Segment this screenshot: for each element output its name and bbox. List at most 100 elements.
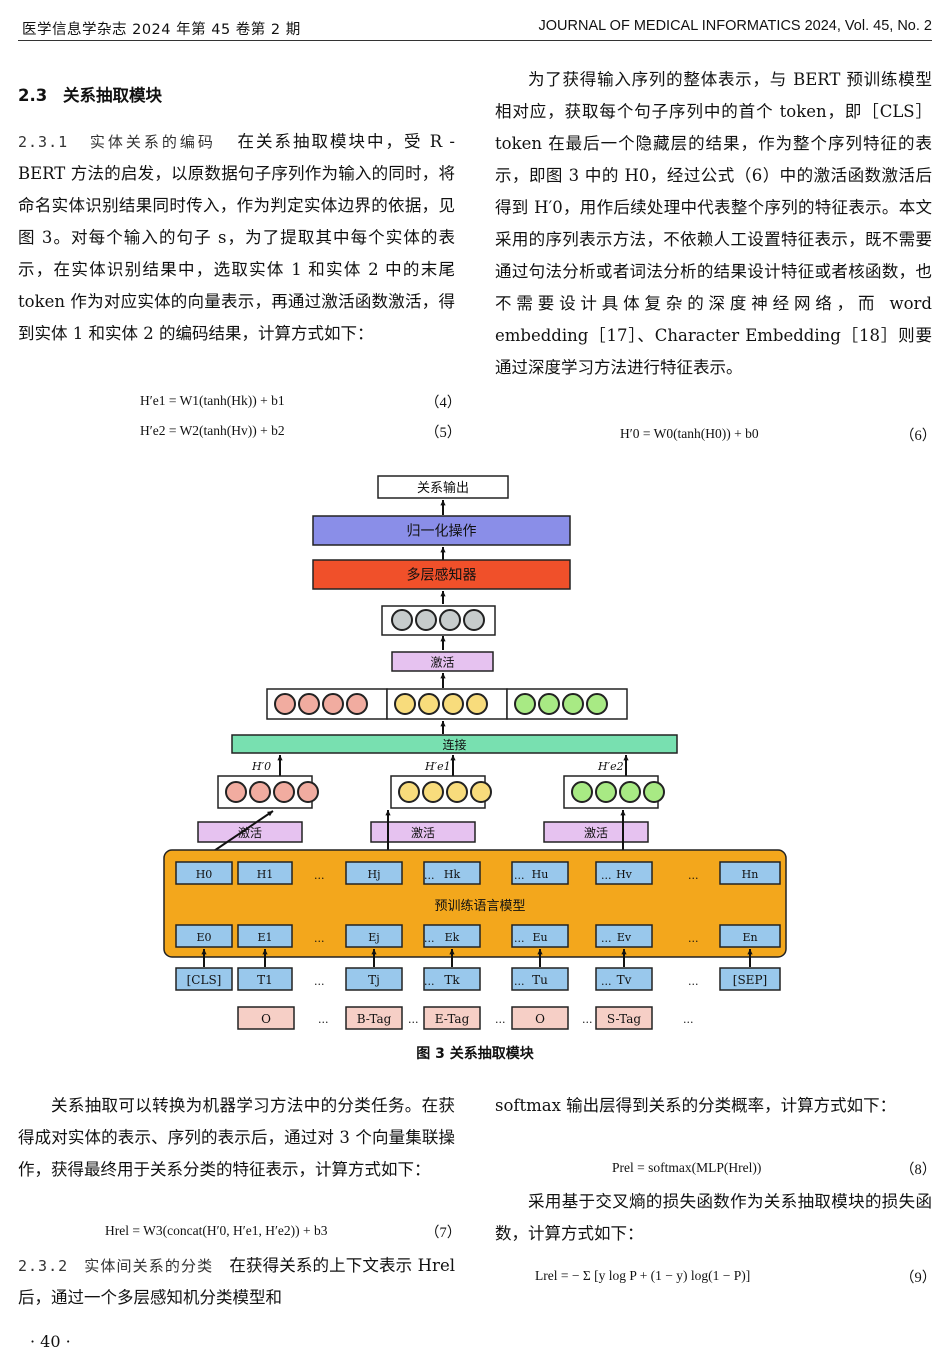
paragraph: 在关系抽取模块中，受 R - BERT 方法的启发，以原数据句子序列作为输入的同… [18,132,455,343]
journal-name-en: JOURNAL OF MEDICAL INFORMATICS 2024, Vol… [538,18,933,34]
ellipsis: ... [601,869,612,882]
hidden-state-box-label: H0 [196,868,213,881]
ellipsis: ... [789,869,790,882]
embedding-box [175,924,233,948]
relation-extraction-figure: 关系输出归一化操作多层感知器激活连接H′0激活H′e1激活H′e2激活预训练语言… [160,470,790,1032]
hidden-label: H′0 [251,760,271,773]
embedding-box-label: E1 [257,931,272,944]
right-column: 为了获得输入序列的整体表示，与 BERT 预训练模型相对应，获取每个句子序列中的… [495,64,932,384]
vector-circle [322,693,344,715]
vector-circle [595,781,617,803]
vector-circle [538,693,560,715]
concat-box [231,734,678,754]
token-box [175,967,233,991]
token-box-label: [CLS] [187,973,222,987]
arrow-head [262,949,268,955]
hidden-state-box-label: H1 [257,868,274,881]
hidden-state-box [719,861,781,885]
vector-circle [249,781,271,803]
ellipsis: ... [601,975,612,988]
token-box [345,967,403,991]
ellipsis: ... [318,1013,329,1026]
activate-box [391,651,494,672]
ellipsis: ... [688,869,699,882]
ellipsis: ... [314,869,325,882]
bottom-right-column: softmax 输出层得到关系的分类概率，计算方式如下： [495,1090,932,1122]
hidden-label: H′e2 [597,760,624,773]
ellipsis: ... [688,932,699,945]
journal-name-cn: 医学信息学杂志 2024 年第 45 卷第 2 期 [22,22,301,38]
embedding-box-label: Ek [445,931,460,944]
ellipsis: ... [688,975,699,988]
token-box-label: Tk [444,973,460,987]
arrow-head [537,949,543,955]
token-box [423,967,481,991]
vector-circle [225,781,247,803]
vector-circle [439,609,461,631]
tag-box [595,1006,653,1030]
activate-box-label: 激活 [584,826,608,840]
arrow-head [440,591,446,597]
arrow-head [440,500,446,506]
equation-4: H′e1 = W1(tanh(Hk)) + b1 [140,393,285,408]
token-box-label: Tu [532,973,548,987]
output-box-label: 关系输出 [417,480,469,496]
paragraph: 在获得关系的上下文表示 Hrel 后，通过一个多层感知机分类模型和 [18,1256,455,1307]
subsection-title: 实体关系的编码 [89,133,216,151]
tag-box-label: B-Tag [357,1012,392,1026]
arrow-head [267,811,273,817]
tag-box [511,1006,569,1030]
embedding-box [719,924,781,948]
hidden-state-box-label: Hk [444,868,461,881]
activate-box-label: 激活 [430,656,454,670]
embedding-box [345,924,403,948]
ellipsis: ... [314,975,325,988]
mlp-box-label: 多层感知器 [407,567,477,584]
tag-box-label: O [261,1012,271,1026]
subsection-title: 实体间关系的分类 [84,1257,214,1275]
vector-circle [273,781,295,803]
ellipsis: ... [789,975,790,988]
ellipsis: ... [683,1013,694,1026]
vector-circle [619,781,641,803]
running-header: 医学信息学杂志 2024 年第 45 卷第 2 期 JOURNAL OF MED… [18,18,932,41]
arrow-head [620,810,626,816]
ellipsis: ... [424,869,435,882]
left-column: 2.3 关系抽取模块 2.3.1 实体关系的编码 在关系抽取模块中，受 R - … [18,80,455,350]
equation-number: （5） [425,425,462,441]
arrow-head [385,810,391,816]
token-box-label: T1 [257,973,273,987]
hidden-state-box [345,861,403,885]
vector-circle [586,693,608,715]
embedding-box [511,924,569,948]
vector-circle [274,693,296,715]
figure-caption: 图 3 关系抽取模块 [416,1046,534,1062]
arrow-head [201,949,207,955]
equation-5: H′e2 = W2(tanh(Hv)) + b2 [140,423,285,438]
arrow-head [277,755,283,761]
output-box [377,475,509,499]
equation-8: Prel = softmax(MLP(Hrel)) [612,1160,762,1175]
concat-box-label: 连接 [442,737,466,752]
token-box [511,967,569,991]
vector-circle [470,781,492,803]
equation-number: （8） [900,1162,937,1178]
token-box [237,967,293,991]
paragraph: softmax 输出层得到关系的分类概率，计算方式如下： [495,1096,897,1115]
token-box-label: Tj [368,973,380,987]
ellipsis: ... [789,932,790,945]
ellipsis: ... [314,932,325,945]
vector-circle [422,781,444,803]
arrow-head [623,755,629,761]
paragraph: 关系抽取可以转换为机器学习方法中的分类任务。在获得成对实体的表示、序列的表示后，… [18,1096,455,1179]
hidden-state-box-label: Hu [532,868,549,881]
paragraph: 采用基于交叉熵的损失函数作为关系抽取模块的损失函数，计算方式如下： [495,1192,932,1243]
equation-number: （7） [425,1225,462,1241]
vector-circle [346,693,368,715]
vector-circle [562,693,584,715]
ellipsis: ... [424,975,435,988]
tag-box-label: E-Tag [435,1012,470,1026]
arrow-head [440,636,446,642]
token-box [595,967,653,991]
hidden-state-box [511,861,569,885]
